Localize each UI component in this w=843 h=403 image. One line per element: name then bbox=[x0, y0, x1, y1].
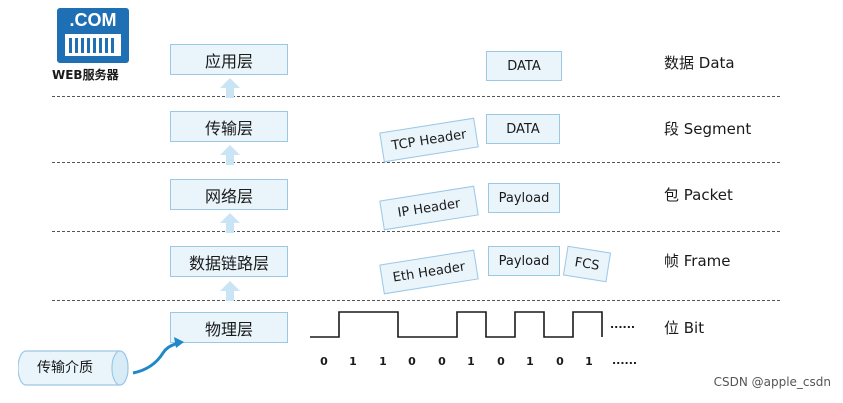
unit-bit: 位 Bit bbox=[664, 319, 705, 337]
up-arrow-icon bbox=[220, 145, 240, 165]
up-arrow-icon bbox=[220, 281, 240, 301]
layer-network: 网络层 bbox=[170, 179, 288, 210]
logo-text: .COM bbox=[69, 10, 117, 30]
ip-header-box: IP Header bbox=[379, 185, 479, 231]
bit-value: 1 bbox=[467, 355, 475, 368]
fcs-box: FCS bbox=[562, 245, 612, 283]
bit-value: 0 bbox=[320, 355, 328, 368]
bit-value: 1 bbox=[585, 355, 593, 368]
layer-datalink: 数据链路层 bbox=[170, 246, 288, 277]
datalink-payload-box: Payload bbox=[488, 246, 560, 276]
up-arrow-icon bbox=[220, 213, 240, 233]
layer-separator bbox=[52, 231, 780, 232]
bit-value: 1 bbox=[526, 355, 534, 368]
bit-value: 0 bbox=[438, 355, 446, 368]
layer-separator bbox=[52, 300, 780, 301]
unit-frame: 帧 Frame bbox=[664, 252, 731, 270]
web-server-logo-icon: .COM bbox=[57, 8, 129, 63]
unit-segment: 段 Segment bbox=[664, 120, 752, 138]
bit-value: 0 bbox=[556, 355, 564, 368]
network-payload-box: Payload bbox=[488, 183, 560, 213]
layer-transport: 传输层 bbox=[170, 111, 288, 142]
bits-ellipsis: ...... bbox=[612, 354, 638, 367]
tcp-header-box: TCP Header bbox=[379, 117, 479, 163]
app-data-box: DATA bbox=[486, 51, 562, 81]
signal-ellipsis: ...... bbox=[610, 318, 636, 331]
bit-value: 1 bbox=[379, 355, 387, 368]
curved-arrow-icon bbox=[132, 337, 184, 375]
bit-value: 0 bbox=[408, 355, 416, 368]
transmission-medium-cylinder-icon bbox=[18, 350, 129, 386]
unit-data: 数据 Data bbox=[664, 54, 735, 72]
layer-separator bbox=[52, 96, 780, 97]
bit-value: 1 bbox=[349, 355, 357, 368]
digital-signal-waveform bbox=[310, 311, 603, 338]
unit-packet: 包 Packet bbox=[664, 186, 733, 204]
transport-data-box: DATA bbox=[486, 114, 560, 144]
watermark: CSDN @apple_csdn bbox=[713, 375, 831, 389]
bit-value: 0 bbox=[497, 355, 505, 368]
medium-label: 传输介质 bbox=[37, 360, 93, 376]
layer-application: 应用层 bbox=[170, 44, 288, 75]
eth-header-box: Eth Header bbox=[379, 249, 479, 295]
layer-physical: 物理层 bbox=[170, 312, 288, 343]
layer-separator bbox=[52, 162, 780, 163]
logo-caption: WEB服务器 bbox=[52, 68, 119, 82]
up-arrow-icon bbox=[220, 78, 240, 98]
